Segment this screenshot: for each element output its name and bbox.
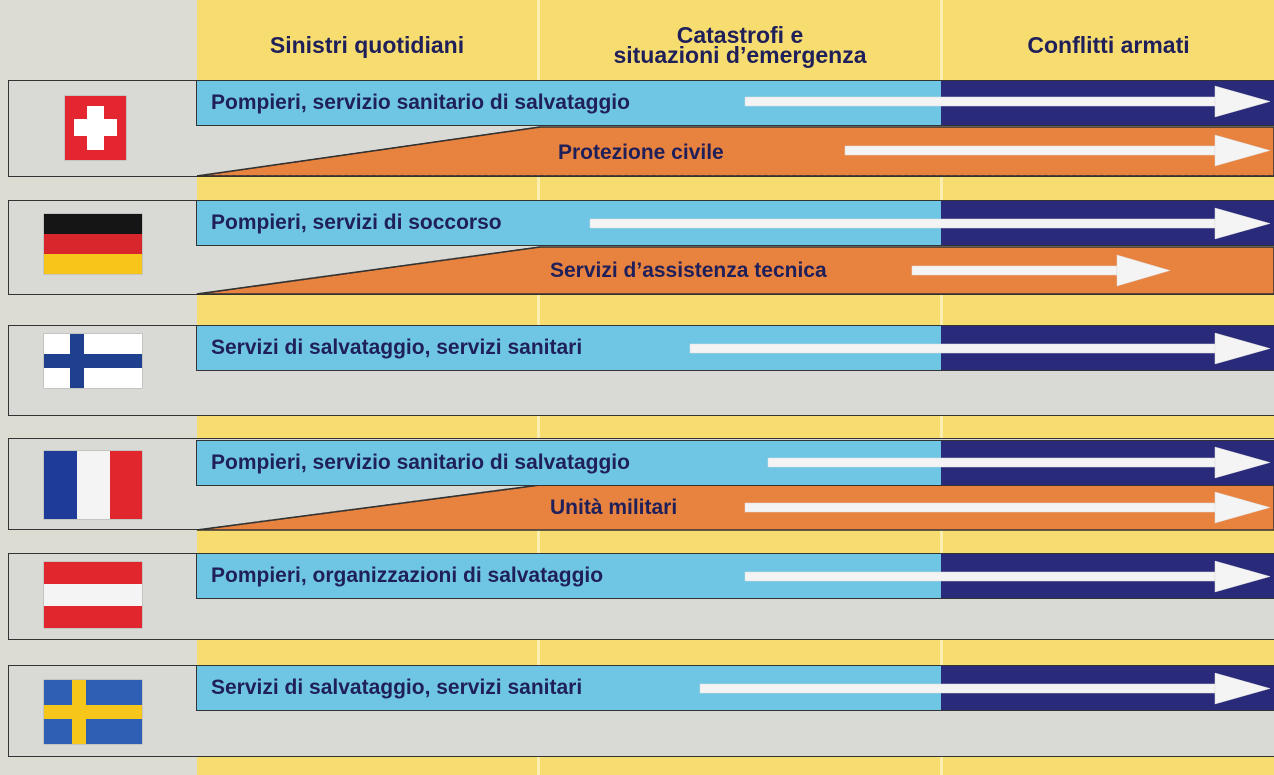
secondary-label: Protezione civile bbox=[558, 141, 724, 164]
arrow-icon bbox=[589, 207, 1271, 240]
austria-flag bbox=[44, 562, 142, 628]
column-header-line: Catastrofi e bbox=[676, 22, 804, 48]
france-flag bbox=[44, 451, 142, 519]
arrow-icon bbox=[699, 672, 1271, 705]
arrow-icon bbox=[844, 134, 1271, 167]
arrow-icon bbox=[911, 254, 1171, 287]
germany-flag bbox=[44, 214, 142, 274]
arrow-icon bbox=[689, 332, 1271, 365]
switzerland-flag bbox=[65, 96, 126, 160]
column-header-conflict: Conflitti armati bbox=[943, 10, 1274, 80]
secondary-label: Servizi d’assistenza tecnica bbox=[550, 259, 827, 282]
arrow-icon bbox=[744, 85, 1271, 118]
sweden-flag bbox=[44, 680, 142, 744]
service-label: Pompieri, servizio sanitario di salvatag… bbox=[211, 451, 630, 474]
arrow-icon bbox=[744, 560, 1271, 593]
column-header-line: Sinistri quotidiani bbox=[269, 32, 465, 58]
column-header-line: Conflitti armati bbox=[1027, 32, 1190, 58]
column-header-line: situazioni d’emergenza bbox=[613, 42, 867, 68]
finland-flag bbox=[44, 334, 142, 388]
secondary-label: Unità militari bbox=[550, 496, 678, 519]
service-label: Pompieri, servizi di soccorso bbox=[211, 211, 502, 234]
service-label: Pompieri, organizzazioni di salvataggio bbox=[211, 564, 604, 587]
service-label: Servizi di salvataggio, servizi sanitari bbox=[211, 676, 583, 699]
column-header-catastrophe: Catastrofi e situazioni d’emergenza bbox=[540, 10, 940, 80]
service-label: Servizi di salvataggio, servizi sanitari bbox=[211, 336, 583, 359]
arrow-icon bbox=[744, 491, 1271, 524]
column-header-daily: Sinistri quotidiani bbox=[197, 10, 537, 80]
service-label: Pompieri, servizio sanitario di salvatag… bbox=[211, 91, 630, 114]
arrow-icon bbox=[767, 446, 1271, 479]
